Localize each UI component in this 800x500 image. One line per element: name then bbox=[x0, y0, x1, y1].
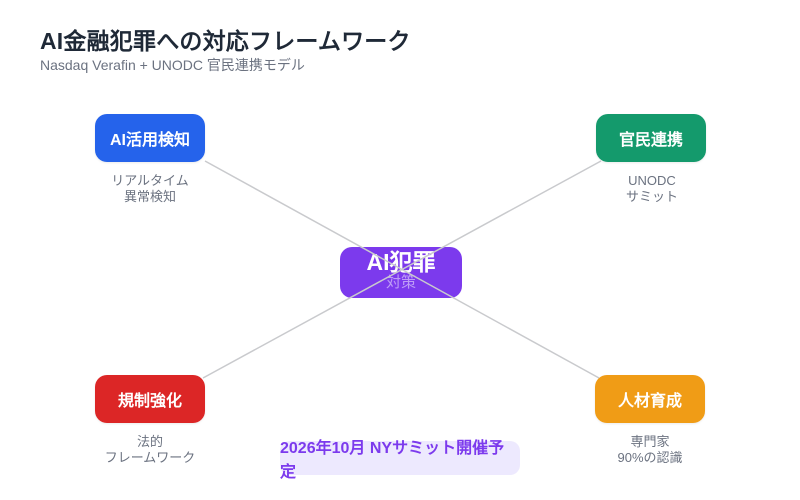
node-public-private-label: 官民連携 bbox=[618, 132, 683, 149]
page-subtitle: Nasdaq Verafin + UNODC 官民連携モデル bbox=[40, 57, 305, 73]
caption-public-private: UNODC サミット bbox=[625, 173, 678, 205]
node-regulation[interactable]: 規制強化 bbox=[95, 375, 205, 423]
caption-ai-detection: リアルタイム 異常検知 bbox=[111, 173, 189, 205]
connector-tr-bl bbox=[202, 160, 602, 379]
caption-talent: 専門家 90%の認識 bbox=[617, 434, 683, 466]
summit-schedule-badge: 2026年10月 NYサミット開催予定 bbox=[280, 440, 520, 481]
center-node-sublabel: 対策 bbox=[385, 274, 416, 291]
node-talent-label: 人材育成 bbox=[617, 393, 682, 410]
node-regulation-label: 規制強化 bbox=[117, 393, 182, 410]
center-node-label: AI犯罪 bbox=[366, 249, 436, 275]
page-title: AI金融犯罪への対応フレームワーク bbox=[40, 28, 411, 54]
node-public-private[interactable]: 官民連携 bbox=[596, 114, 706, 162]
node-ai-detection-label: AI活用検知 bbox=[109, 132, 190, 149]
node-ai-detection[interactable]: AI活用検知 bbox=[95, 114, 205, 162]
node-ai-crime-center[interactable]: AI犯罪 対策 bbox=[340, 247, 462, 298]
summit-schedule-text: 2026年10月 NYサミット開催予定 bbox=[280, 440, 505, 481]
caption-regulation: 法的 フレームワーク bbox=[104, 434, 196, 466]
node-talent[interactable]: 人材育成 bbox=[595, 375, 705, 423]
